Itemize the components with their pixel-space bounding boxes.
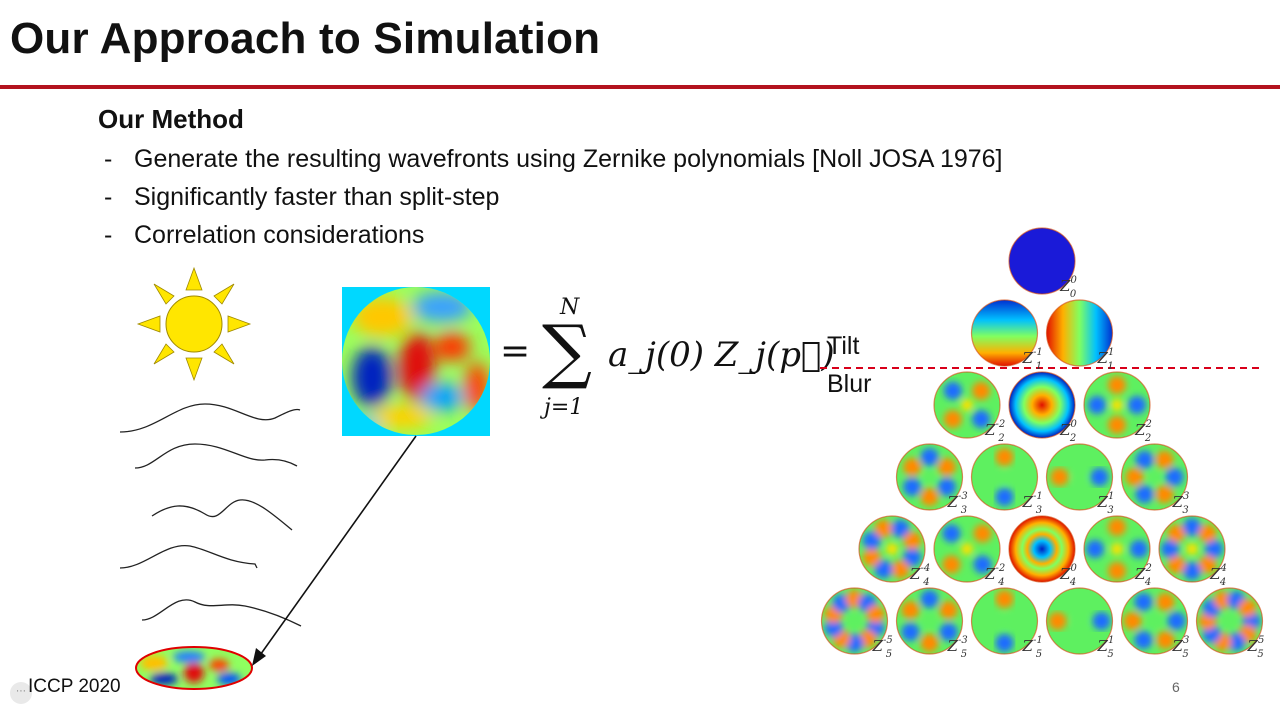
method-heading: Our Method	[98, 104, 244, 134]
sun-icon	[136, 266, 252, 382]
tilt-blur-divider	[820, 367, 1260, 369]
wavefront-image	[342, 287, 490, 436]
bullet-item: -Significantly faster than split-step	[104, 183, 500, 211]
bullet-item: -Generate the resulting wavefronts using…	[104, 145, 1003, 173]
title-rule	[0, 85, 1280, 89]
ground-wavefront	[135, 646, 253, 690]
tilt-label: Tilt	[827, 332, 860, 360]
page-number: 6	[1172, 679, 1180, 695]
bullet-text: Significantly faster than split-step	[134, 183, 500, 211]
arrow-icon	[252, 435, 417, 666]
slide-title: Our Approach to Simulation	[10, 14, 601, 63]
footer-text: ICCP 2020	[28, 676, 121, 697]
bullet-text: Correlation considerations	[134, 221, 425, 249]
blur-label: Blur	[827, 370, 872, 398]
wave-icon	[119, 403, 302, 627]
bullet-text: Generate the resulting wavefronts using …	[134, 145, 1003, 173]
bullet-item: -Correlation considerations	[104, 221, 425, 249]
bullet-list: -Generate the resulting wavefronts using…	[104, 142, 1003, 256]
more-icon[interactable]: ⋯	[10, 682, 32, 704]
summation-equation: = N ∑ j=1 a_j(0) Z_j(p⃗)	[500, 295, 835, 420]
